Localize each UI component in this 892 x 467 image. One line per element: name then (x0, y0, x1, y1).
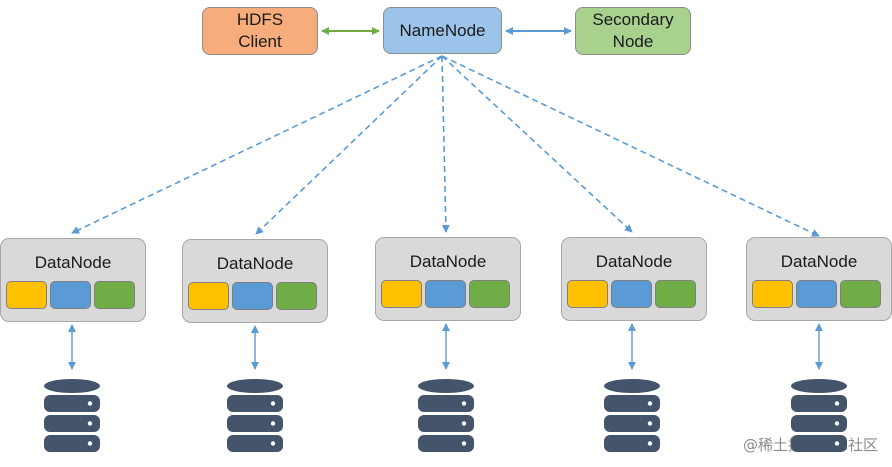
data-block-3 (840, 280, 881, 308)
database-icon (791, 379, 847, 452)
datanode-label: DataNode (216, 254, 294, 273)
datanode-3[interactable]: DataNode (375, 237, 521, 321)
database-icon (604, 379, 660, 452)
data-block-1 (6, 281, 47, 309)
datanode-label: DataNode (409, 252, 487, 271)
datanode-5[interactable]: DataNode (746, 237, 892, 321)
datanode-label: DataNode (34, 253, 112, 272)
data-block-2 (425, 280, 466, 308)
data-block-1 (752, 280, 793, 308)
data-block-1 (188, 282, 229, 310)
data-block-3 (94, 281, 135, 309)
database-icon (418, 379, 474, 452)
namenode-datanode-link-3 (441, 55, 450, 233)
data-block-2 (232, 282, 273, 310)
secondary-namenode-node[interactable]: Secondary Node (575, 7, 691, 55)
datanode-label: DataNode (780, 252, 858, 271)
data-block-3 (655, 280, 696, 308)
data-block-1 (567, 280, 608, 308)
datanode-1[interactable]: DataNode (0, 238, 146, 322)
datanode-label: DataNode (595, 252, 673, 271)
data-block-3 (469, 280, 510, 308)
namenode-datanode-link-2 (255, 55, 443, 235)
data-block-2 (50, 281, 91, 309)
datanode-4[interactable]: DataNode (561, 237, 707, 321)
namenode-datanode-link-1 (71, 55, 443, 234)
hdfs-client-node[interactable]: HDFS Client (202, 7, 318, 55)
namenode-node[interactable]: NameNode (383, 7, 502, 54)
database-icon (44, 379, 100, 452)
data-block-3 (276, 282, 317, 310)
datanode-2[interactable]: DataNode (182, 239, 328, 323)
namenode-datanode-link-4 (441, 55, 633, 233)
namenode-datanode-link-5 (441, 55, 820, 237)
database-icon (227, 379, 283, 452)
data-block-2 (796, 280, 837, 308)
data-block-1 (381, 280, 422, 308)
data-block-2 (611, 280, 652, 308)
